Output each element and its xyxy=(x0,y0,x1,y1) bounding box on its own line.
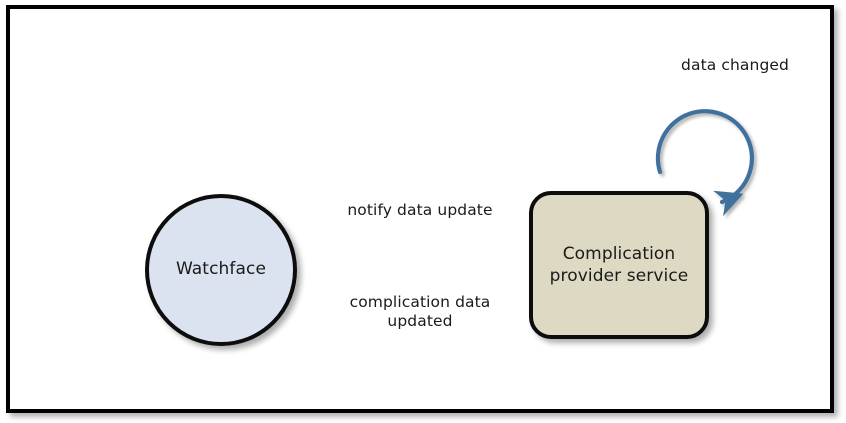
edge-label-data-changed: data changed xyxy=(681,56,789,74)
data-changed-loop-arrow xyxy=(655,109,755,217)
node-watchface-label: Watchface xyxy=(175,259,267,280)
diagram-canvas: Watchface Complication provider service … xyxy=(10,9,830,409)
node-complication-provider-service[interactable]: Complication provider service xyxy=(529,191,709,339)
node-watchface[interactable]: Watchface xyxy=(145,194,297,346)
edge-label-complication-data-updated: complication data updated xyxy=(349,293,491,331)
diagram-frame: Watchface Complication provider service … xyxy=(6,5,834,413)
edge-label-notify-data-update: notify data update xyxy=(347,201,493,219)
node-complication-provider-service-label: Complication provider service xyxy=(549,243,689,286)
edge-data-changed xyxy=(655,109,755,217)
